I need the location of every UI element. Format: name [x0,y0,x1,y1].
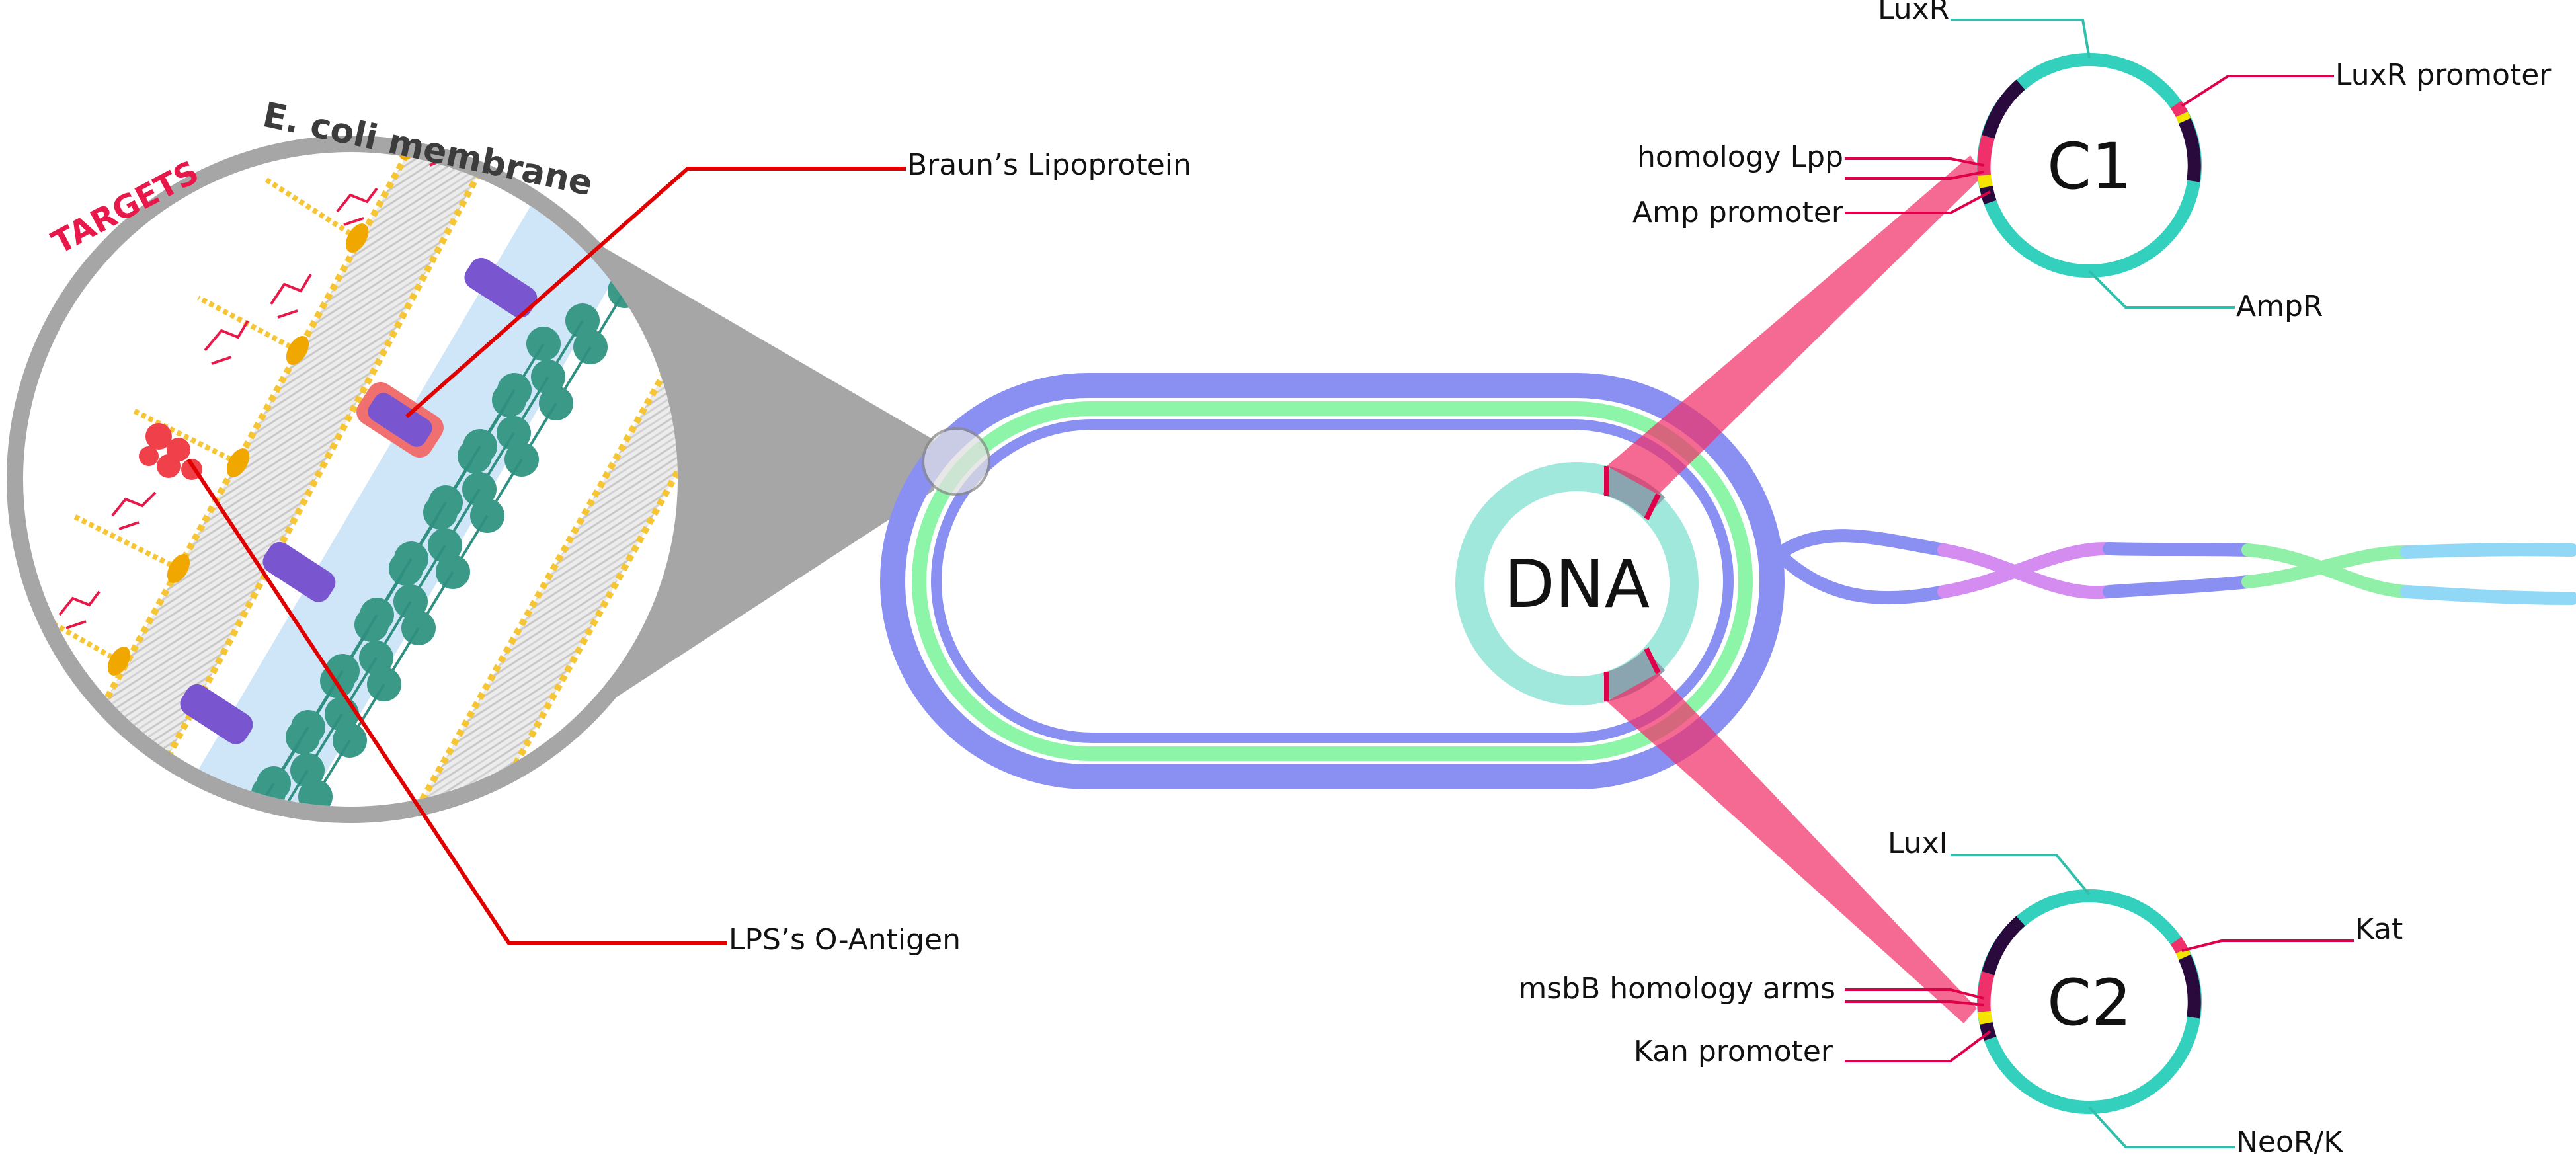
peptidoglycan-bead [217,832,251,867]
c1-amp-promoter-label: Amp promoter [1632,196,1844,229]
plasmid-c1: C1 [1977,53,2202,278]
inner-membrane-bilayer [403,344,678,807]
outer-membrane-bilayer [73,152,529,787]
c1-luxr-promoter-label: LuxR promoter [2335,58,2552,92]
dna-ring [1455,462,1699,705]
peptidoglycan-link [205,840,239,896]
lps-leader [186,458,727,945]
magnifier: E. coli membrane TARGETS [7,95,934,913]
peptidoglycan [188,274,642,913]
cell-outer-membrane [880,373,1785,789]
periplasm-band [179,152,678,807]
red-leaders [186,167,906,945]
dna-insert-marks [1604,466,1661,701]
flagellum [1772,529,2576,605]
c1-homology-lpp-label: homology Lpp [1637,140,1843,174]
peptidoglycan-bead [188,879,222,913]
peptidoglycan-bead [222,822,257,857]
braun-lipoprotein-target [356,381,444,458]
c2-kan-promoter-label: Kan promoter [1634,1035,1833,1068]
c2-label: C2 [2047,966,2132,1040]
o-antigen-target [139,423,202,480]
c1-projection [1607,155,1984,495]
c1-label: C1 [2047,130,2132,204]
brauns-leader [405,167,906,418]
c2-msbb-label: msbB homology arms [1518,972,1835,1006]
c2-neor-label: NeoR/K [2236,1125,2343,1155]
cell [880,373,1785,789]
braun-lipoproteins [180,257,538,744]
c1-leaders [1845,19,2334,309]
membrane-detail [25,152,678,913]
peptidoglycan-link [238,782,275,807]
brauns-label: Braun’s Lipoprotein [907,148,1191,182]
c2-kat-label: Kat [2355,912,2403,946]
c1-ampr-label: AmpR [2236,290,2323,323]
magnifier-lens-spot [922,427,990,496]
peptidoglycan-link [272,769,309,807]
cell-inner-membrane [912,401,1753,761]
plasmid-c2: C2 [1977,889,2202,1114]
c2-luxi-label: LuxI [1888,826,1948,860]
c1-luxr-label: LuxR [1878,0,1949,26]
lps-label: LPS’s O-Antigen [729,923,961,957]
c2-projection [1607,673,1977,1023]
cell-core-line [931,419,1734,743]
dna-label: DNA [1504,545,1650,623]
c2-leaders [1845,854,2354,1148]
